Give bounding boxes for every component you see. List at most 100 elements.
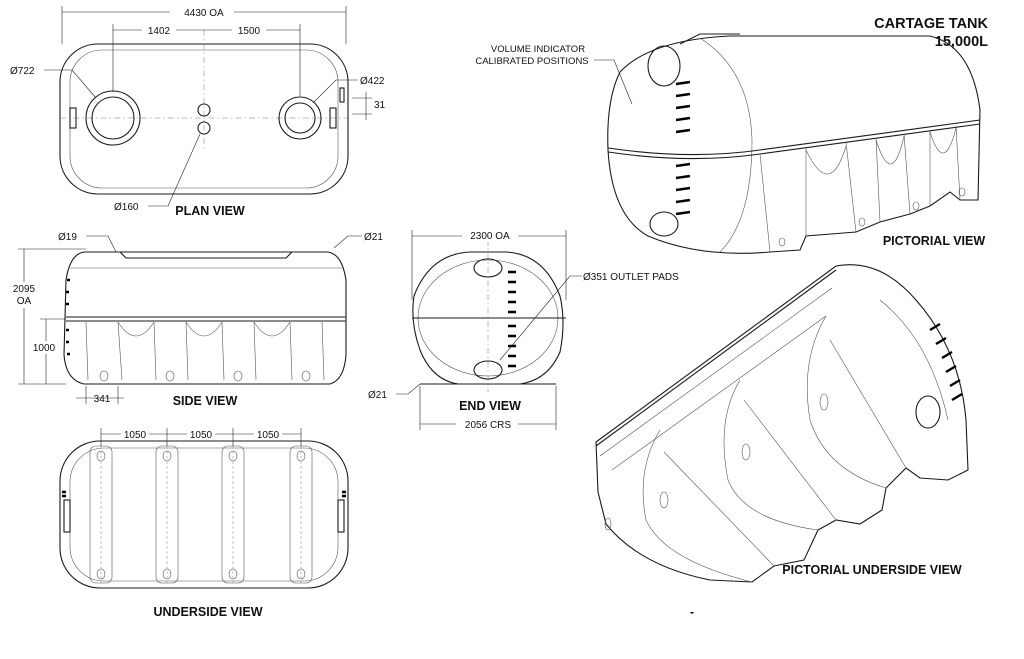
pictorial-underside-leg-2 [723,379,819,531]
dim-mask [142,24,176,36]
dim-mask [456,417,518,430]
pictorial-underside-foot [659,491,669,509]
dim-mask [187,428,215,440]
pictorial-outline [607,35,981,254]
dim-leg-3: 1050 [257,430,280,441]
end-volume-marks [508,270,516,368]
pictorial-underside-outlet [915,395,941,429]
fitting-right [329,107,337,129]
dim-1000: 1000 [33,343,56,354]
pictorial-underside-ribs [663,339,907,567]
dim-dia-722: Ø722 [10,66,35,77]
leader-160 [148,133,201,207]
title-block: CARTAGE TANK 15,000L [874,16,988,50]
underside-fitting-right [337,499,345,533]
port-top [197,103,211,117]
dim-31: 31 [374,100,386,111]
end-view: 2300 OA 2056 CRS Ø351 OUTLET PADS Ø21 EN… [368,229,679,431]
dim-mask [232,24,266,36]
underside-fitting-left [63,499,71,533]
side-top-profile [84,251,328,259]
pictorial-band-2 [607,123,981,160]
dim-mask [6,282,42,308]
pictorial-underside-foot [604,517,612,531]
pictorial-volume-marks [675,80,691,216]
outlet-pad-bottom [473,360,503,380]
pictorial-foot-hole [958,187,966,197]
manhole-small-lid [284,102,316,134]
leader-21-side [333,235,362,249]
port-bottom [197,121,211,135]
note-volume-line-2: CALIBRATED POSITIONS [475,56,588,67]
side-view: 2095 OA 1000 341 Ø19 Ø21 SIDE VIEW [6,232,383,408]
side-leg-arches [117,321,291,337]
dim-dia-19: Ø19 [58,232,77,243]
side-leg-lines [85,321,325,381]
plan-view-label: PLAN VIEW [175,204,245,218]
underside-foot-hole [228,450,238,462]
underside-foot-hole [96,450,106,462]
dim-mask [30,341,56,354]
dim-leg-1: 1050 [124,430,147,441]
underside-marks [62,490,346,498]
underside-outline [59,440,349,589]
underside-leg-centres [100,446,302,583]
pictorial-foot-hole [778,237,786,247]
plan-view: 4430 OA 1402 1500 Ø722 Ø422 31 Ø160 PLAN… [10,5,386,218]
dim-dia-21-side: Ø21 [364,232,383,243]
pictorial-underside-foot [819,393,829,411]
side-outline [63,251,347,385]
underside-foot-hole [296,450,306,462]
underside-foot-hole [162,568,172,580]
underside-foot-hole [296,568,306,580]
side-foot-hole [165,370,175,382]
leader-722 [44,69,97,99]
dim-mask [121,428,149,440]
fitting-left [69,107,77,129]
side-view-label: SIDE VIEW [173,394,238,408]
underside-foot-hole [96,568,106,580]
leader-19 [86,235,117,253]
title-line-2: 15,000L [935,34,988,50]
pictorial-underside-end-contour [879,299,949,421]
pictorial-view-label: PICTORIAL VIEW [883,234,986,248]
pictorial-underside-leg-3 [642,429,753,583]
manhole-small [278,96,322,140]
leader-volume-note [594,59,633,105]
pictorial-underside-view: PICTORIAL UNDERSIDE VIEW [595,264,969,583]
pictorial-underside-leg-1 [806,315,887,489]
side-foot-hole [99,370,109,382]
dim-overall-length: 4430 OA [184,8,224,19]
side-foot-hole [233,370,243,382]
end-view-label: END VIEW [459,399,521,413]
leader-21-end [396,383,421,395]
pictorial-underside-foot [741,443,751,461]
pictorial-end-contour [699,37,753,253]
pictorial-outlet-bottom [649,211,679,237]
pictorial-outlet-top [647,45,681,87]
underside-inner [69,447,339,582]
dim-height-2: OA [17,296,32,307]
underside-view-label: UNDERSIDE VIEW [153,605,262,619]
pictorial-foot-hole [912,201,920,211]
dim-dia-160: Ø160 [114,202,139,213]
pictorial-underside-top-lines [599,287,833,471]
leader-422 [313,79,358,103]
pictorial-underside-edge [595,269,837,447]
dim-dia-422: Ø422 [360,76,385,87]
dim-width-oa: 2300 OA [470,231,510,242]
stray-dash: - [690,605,694,619]
pictorial-band-1 [607,119,981,156]
dim-crs: 2056 CRS [465,420,511,431]
pictorial-underside-view-label: PICTORIAL UNDERSIDE VIEW [782,563,962,577]
title-line-1: CARTAGE TANK [874,16,988,32]
dim-mask [462,229,518,242]
side-volume-marks [66,278,70,356]
dim-341: 341 [94,394,111,405]
pictorial-lid [679,33,740,45]
dim-outlet-pads: Ø351 OUTLET PADS [583,272,679,283]
pictorial-underside-volume-marks [929,322,963,402]
pictorial-leg-lines [759,125,961,253]
dim-leg-2: 1050 [190,430,213,441]
